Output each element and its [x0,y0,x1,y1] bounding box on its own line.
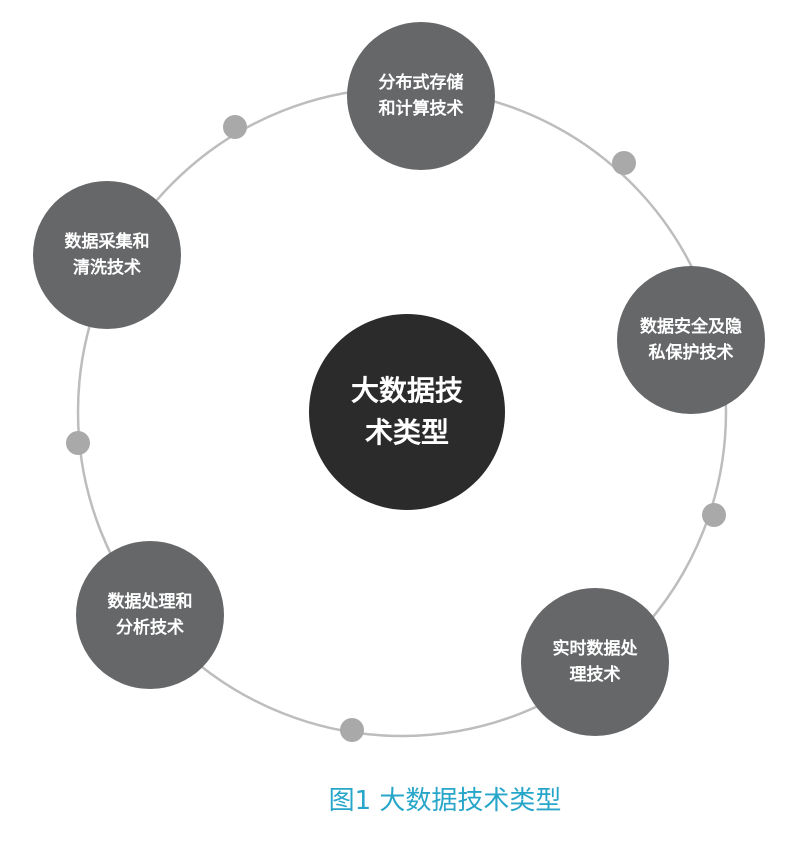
figure-caption: 图1 大数据技术类型 [328,786,562,816]
node-realtime-processing: 实时数据处 理技术 [521,588,669,736]
node-label: 分布式存储 [378,73,464,93]
connector-dot [612,151,636,175]
node-label: 和计算技术 [378,99,464,119]
node-label: 分析技术 [116,618,184,638]
node-label: 实时数据处 [552,639,638,659]
node-label: 理技术 [569,665,621,685]
connector-dot [340,718,364,742]
node-collection-cleaning: 数据采集和 清洗技术 [33,181,181,329]
node-label: 清洗技术 [73,258,141,278]
node-security-privacy: 数据安全及隐 私保护技术 [617,266,765,414]
node-label: 数据处理和 [107,592,193,612]
center-label-line1: 大数据技 [350,374,463,407]
node-distributed-storage: 分布式存储 和计算技术 [347,22,495,170]
connector-dot [66,431,90,455]
center-node: 大数据技 术类型 [309,314,505,510]
node-processing-analysis: 数据处理和 分析技术 [76,541,224,689]
node-label: 数据安全及隐 [640,317,742,337]
connector-dot [223,115,247,139]
node-label: 私保护技术 [648,343,734,363]
connector-dot [702,503,726,527]
node-label: 数据采集和 [64,232,150,252]
center-label-line2: 术类型 [364,416,449,449]
